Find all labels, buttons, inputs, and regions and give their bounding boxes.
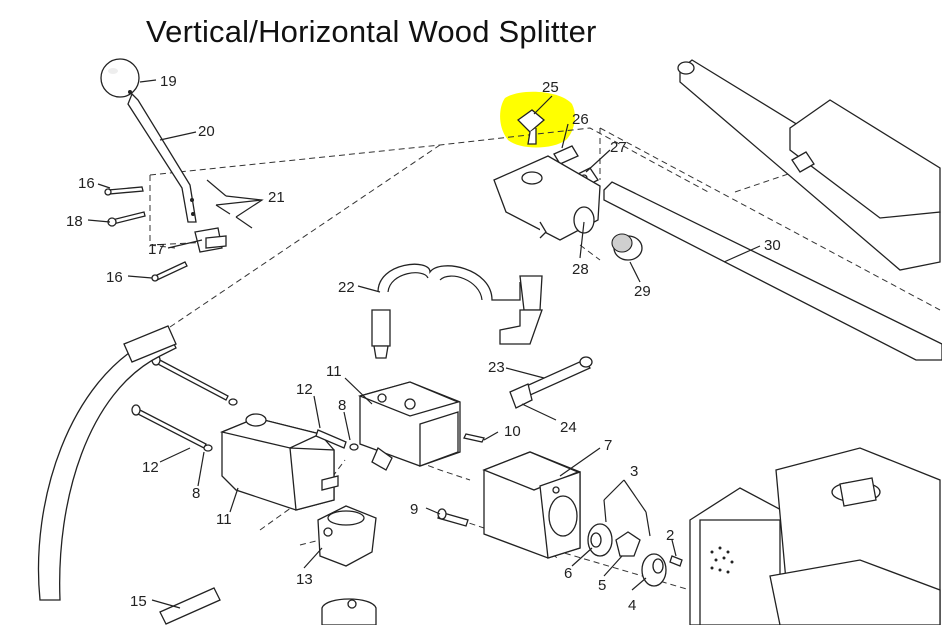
part-19-knob (100, 58, 140, 98)
callout-17: 17 (148, 241, 165, 258)
callout-16: 16 (78, 175, 95, 192)
callout-5: 5 (598, 577, 606, 594)
part-25-fitting (516, 109, 546, 145)
part-21-cotter-pins (206, 179, 253, 229)
part-15-return-hose (37, 325, 221, 625)
callout-19: 19 (160, 73, 177, 90)
leader-lines (87, 79, 761, 609)
callout-2: 2 (666, 527, 674, 544)
part-6-coupling (587, 523, 613, 557)
callout-16-lower: 16 (106, 269, 123, 286)
part-9-bolt (437, 508, 469, 527)
part-5-spider (615, 531, 641, 557)
part-17-bracket (194, 227, 227, 253)
callout-8-lower: 8 (192, 485, 200, 502)
part-12-bolt-upper (151, 354, 238, 406)
callout-8-upper: 8 (338, 397, 346, 414)
callout-24: 24 (560, 419, 577, 436)
callout-12-lower: 12 (142, 459, 159, 476)
callout-9: 9 (410, 501, 418, 518)
callout-6: 6 (564, 565, 572, 582)
callout-23: 23 (488, 359, 505, 376)
callout-13: 13 (296, 571, 313, 588)
part-24-collar (509, 383, 533, 409)
part-12-bolt-lower (131, 404, 213, 452)
callout-22: 22 (338, 279, 355, 296)
callout-20: 20 (198, 123, 215, 140)
part-16-pin-upper (104, 186, 144, 196)
part-13-filter-head (317, 505, 377, 567)
callout-18: 18 (66, 213, 83, 230)
callout-7: 7 (604, 437, 612, 454)
part-3-springs (603, 499, 651, 537)
part-30-hydraulic-cylinder (603, 59, 942, 361)
part-4-coupling (641, 553, 667, 587)
part-12-bolt-mid (315, 429, 359, 451)
callout-15: 15 (130, 593, 147, 610)
callout-21: 21 (268, 189, 285, 206)
diagram-title: Vertical/Horizontal Wood Splitter (146, 14, 597, 49)
callout-10: 10 (504, 423, 521, 440)
part-18-pin (107, 211, 146, 227)
part-7-pump-mount (482, 451, 581, 559)
callout-25: 25 (542, 79, 559, 96)
part-11-pump-lower (219, 413, 339, 511)
callout-11-lower: 11 (216, 511, 232, 528)
callout-27: 27 (610, 139, 627, 156)
part-23-cylinder-rod (520, 356, 593, 397)
callout-labels: 19 20 16 18 21 17 16 25 26 27 28 29 30 2… (66, 73, 781, 614)
part-2-key (669, 555, 683, 567)
part-28-valve-body (493, 155, 601, 241)
part-26-fitting (553, 145, 579, 165)
callout-4: 4 (628, 597, 636, 614)
callout-11-upper: 11 (326, 363, 342, 380)
part-10-key (463, 433, 485, 443)
callout-28: 28 (572, 261, 589, 278)
part-filter-canister (321, 598, 377, 625)
callout-3: 3 (630, 463, 638, 480)
callout-26: 26 (572, 111, 589, 128)
part-11-pump-upper (357, 381, 461, 471)
part-20-lever-arm (127, 92, 197, 223)
callout-29: 29 (634, 283, 651, 300)
callout-12-mid: 12 (296, 381, 313, 398)
part-22-hose (371, 263, 543, 359)
part-29-cap (611, 233, 643, 261)
callout-30: 30 (764, 237, 781, 254)
part-16-pin-lower (151, 261, 188, 282)
engine (689, 447, 941, 625)
